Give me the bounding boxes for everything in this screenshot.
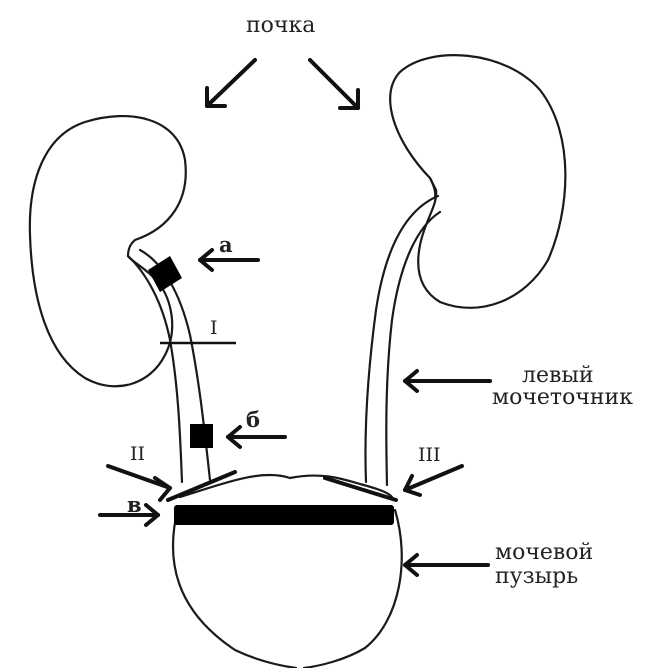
- label-b: б: [246, 407, 260, 432]
- label-v: в: [127, 492, 142, 517]
- junction-bar-right: [325, 478, 396, 500]
- kidney-right: [390, 55, 565, 308]
- label-III: III: [418, 444, 441, 466]
- label-left-ureter-2: мочеточник: [492, 385, 633, 410]
- arrow-bladder: [405, 555, 488, 575]
- label-II: II: [130, 443, 145, 465]
- arrow-kidney-right: [310, 60, 358, 108]
- ureter-left: [365, 196, 438, 482]
- label-kidney: почка: [246, 13, 315, 38]
- arrow-left-ureter: [405, 371, 490, 391]
- label-bladder-1: мочевой: [495, 540, 593, 565]
- label-a: а: [219, 232, 233, 257]
- bladder-top: [180, 475, 392, 497]
- label-bladder-2: пузырь: [495, 564, 578, 589]
- bladder-band: [174, 505, 394, 525]
- arrow-III: [405, 466, 462, 495]
- junction-bar-left: [168, 472, 235, 500]
- label-I: I: [210, 317, 218, 339]
- marker-b-block: [190, 424, 213, 448]
- bladder-body: [173, 508, 402, 668]
- kidney-left: [30, 116, 186, 386]
- marker-a-block: [148, 256, 182, 292]
- arrow-kidney-left: [207, 60, 255, 106]
- kidney-right-hilum: [430, 178, 435, 198]
